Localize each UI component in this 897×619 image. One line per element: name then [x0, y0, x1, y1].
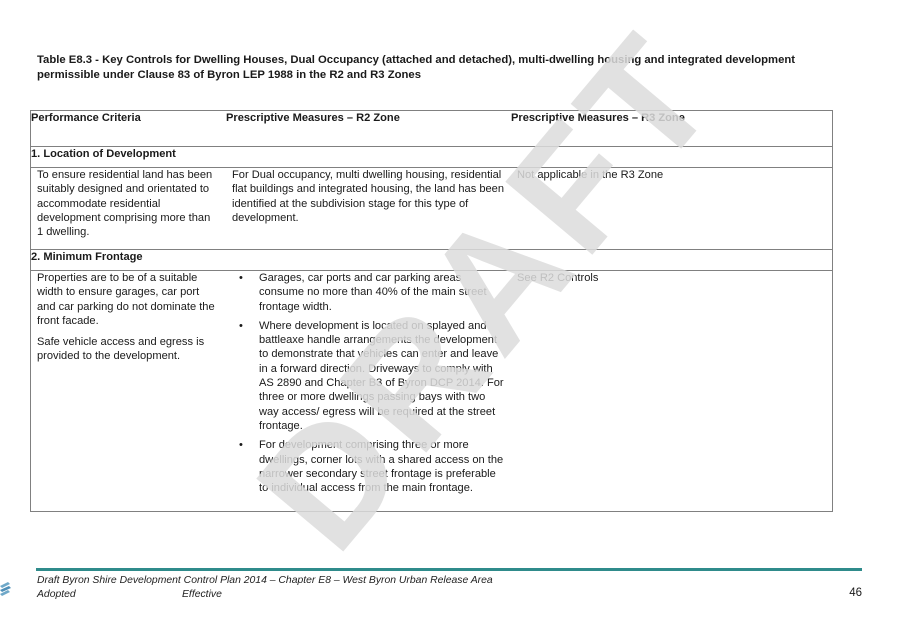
- criteria-text: To ensure residential land has been suit…: [37, 169, 213, 239]
- footer-effective: Effective: [182, 589, 222, 600]
- bullet-icon: •: [239, 319, 243, 332]
- r2-cell-location: For Dual occupancy, multi dwelling housi…: [226, 167, 511, 250]
- list-item: • For development comprising three or mor…: [232, 438, 505, 495]
- footer-adopted: Adopted: [37, 589, 76, 600]
- section-title-frontage: 2. Minimum Frontage: [30, 249, 833, 271]
- criteria-text: Properties are to be of a suitable width…: [37, 272, 215, 327]
- section-row-location: 1. Location of Development: [30, 146, 833, 168]
- footer-rule: [36, 568, 862, 571]
- bullet-text: For development comprising three or more…: [259, 439, 504, 495]
- table-row-location: To ensure residential land has been suit…: [30, 167, 833, 250]
- criteria-cell-location: To ensure residential land has been suit…: [30, 167, 226, 250]
- header-r3-zone: Prescriptive Measures – R3 Zone: [511, 110, 833, 147]
- section-row-frontage: 2. Minimum Frontage: [30, 249, 833, 271]
- r2-cell-frontage: • Garages, car ports and car parking area…: [226, 270, 511, 512]
- bullet-text: Garages, car ports and car parking areas…: [259, 272, 487, 313]
- r3-cell-frontage: See R2 Controls: [511, 270, 833, 512]
- criteria-cell-frontage: Properties are to be of a suitable width…: [30, 270, 226, 512]
- shire-logo-icon: [0, 582, 11, 596]
- criteria-text: Safe vehicle access and egress is provid…: [37, 336, 205, 363]
- list-item: • Where development is located on splayed…: [232, 319, 505, 433]
- footer-title: Draft Byron Shire Development Control Pl…: [37, 575, 493, 586]
- page-number: 46: [849, 587, 862, 599]
- footer-status: Adopted Effective: [37, 588, 493, 602]
- bullet-icon: •: [239, 272, 243, 284]
- r2-bullet-list: • Garages, car ports and car parking area…: [232, 271, 505, 495]
- table-row-frontage: Properties are to be of a suitable width…: [30, 270, 833, 512]
- bullet-icon: •: [239, 439, 243, 452]
- table-header-row: Performance Criteria Prescriptive Measur…: [30, 110, 833, 147]
- bullet-text: Where development is located on splayed …: [259, 319, 504, 432]
- r3-text: See R2 Controls: [517, 272, 599, 284]
- list-item: • Garages, car ports and car parking area…: [232, 271, 505, 314]
- header-performance-criteria: Performance Criteria: [30, 110, 226, 147]
- r3-cell-location: Not applicable in the R3 Zone: [511, 167, 833, 250]
- r3-text: Not applicable in the R3 Zone: [517, 169, 664, 181]
- r2-text: For Dual occupancy, multi dwelling housi…: [232, 169, 505, 224]
- section-title-location: 1. Location of Development: [30, 146, 833, 168]
- key-controls-table: Performance Criteria Prescriptive Measur…: [30, 110, 833, 512]
- header-r2-zone: Prescriptive Measures – R2 Zone: [226, 110, 511, 147]
- page-footer: Draft Byron Shire Development Control Pl…: [37, 574, 493, 602]
- table-caption: Table E8.3 - Key Controls for Dwelling H…: [37, 54, 796, 81]
